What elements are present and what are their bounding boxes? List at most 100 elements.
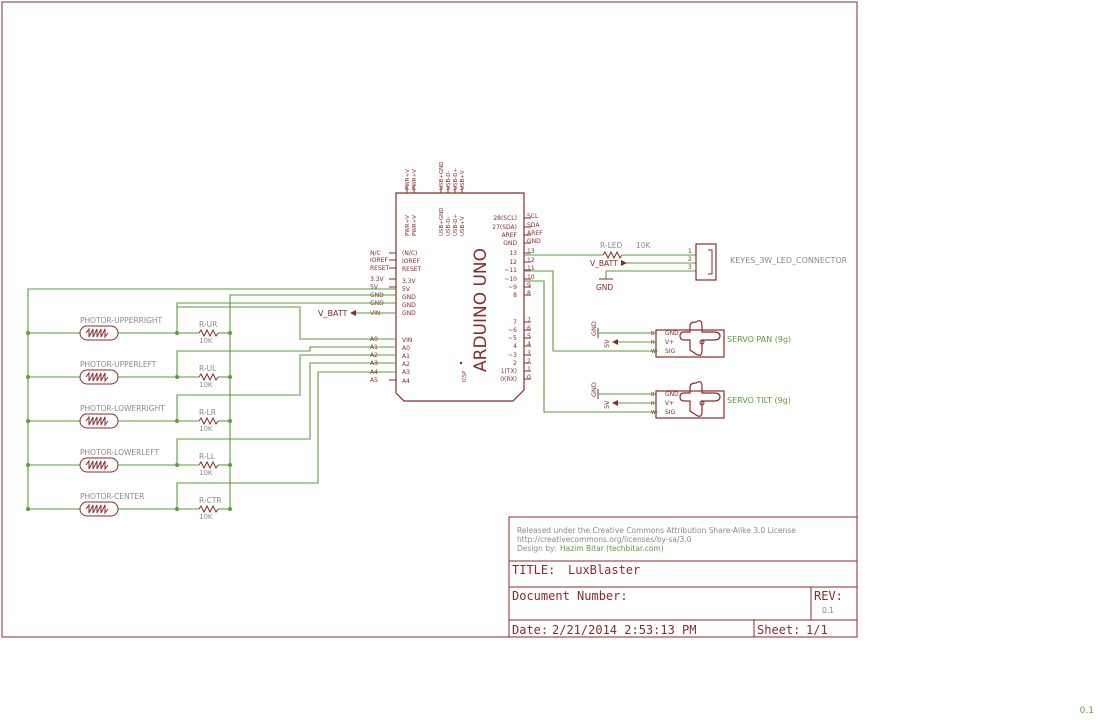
- arduino-right-inner-label: ~3: [508, 352, 517, 359]
- arduino-right-pin-label: SCL: [527, 213, 539, 220]
- arduino-top-inner-label: PWR+V: [405, 215, 411, 236]
- date-label: Date:: [512, 623, 548, 637]
- arduino-right-pin-label: 0: [527, 374, 531, 381]
- icsp-dot: [459, 361, 463, 365]
- arduino-right-inner-label: 2: [513, 360, 517, 367]
- junction-dot: [228, 375, 232, 379]
- arduino-left-inner-label: IOREF: [402, 258, 420, 265]
- led-connector-body: [695, 243, 717, 281]
- resistor-value: 10K: [199, 469, 213, 477]
- servo-5v-label: 5V: [603, 400, 611, 409]
- arduino-right-inner-label: 12: [509, 259, 517, 266]
- arduino-right-pin-label: 9: [527, 282, 531, 289]
- photoresistor-zigzag: [85, 371, 109, 383]
- arduino-right-inner-label: 28(SCL): [493, 215, 517, 222]
- arduino-right-pin-label: 6: [527, 325, 531, 332]
- title-label: TITLE:: [512, 563, 555, 577]
- sheet-frame: [1, 1, 858, 638]
- rev-label: REV:: [814, 589, 843, 603]
- junction-dot: [26, 419, 30, 423]
- docnum-label: Document Number:: [512, 589, 628, 603]
- photoresistor-zigzag: [85, 415, 109, 427]
- led-pin-2: 2: [688, 256, 692, 263]
- led-connector-notch: [708, 249, 713, 275]
- resistor-label: R-UR: [199, 320, 217, 329]
- servo-5v-arrow-icon: [612, 339, 618, 345]
- arduino-right-pin-label: SDA: [527, 222, 540, 229]
- servo-label: SERVO PAN (9g): [727, 335, 791, 344]
- license-url: http://creativecommons.org/licenses/by-s…: [517, 535, 692, 544]
- servo-pin-label: SIG: [665, 409, 676, 416]
- rev-value: 0.1: [822, 606, 834, 615]
- arduino-top-pin-label: PWR+V: [405, 169, 411, 190]
- arduino-left-inner-label: RESET: [402, 266, 422, 273]
- design-by-author: Hazim Bitar (techbitar.com): [560, 544, 664, 553]
- arduino-right-inner-label: 0(RX): [500, 376, 517, 383]
- arduino-top-inner-label: USB-D-: [446, 216, 452, 236]
- led-vbatt-label: V_BATT: [590, 259, 618, 268]
- servo-signal-wires: [524, 270, 656, 413]
- vbatt-label-left: V_BATT: [318, 309, 348, 318]
- led-connector-label: KEYES_3W_LED_CONNECTOR: [730, 256, 848, 265]
- arduino-left-inner-label: A4: [402, 378, 410, 385]
- servo-5v-label: 5V: [603, 339, 611, 348]
- icsp-label: ICSP: [462, 371, 468, 382]
- junction-dot: [26, 507, 30, 511]
- arduino-right-inner-label: ~11: [504, 267, 517, 274]
- photoresistor-label: PHOTOR-LOWERRIGHT: [80, 404, 165, 413]
- arduino-left-pin-label: A5: [370, 377, 378, 384]
- resistor-label: R-CTR: [199, 496, 222, 505]
- vin-vbatt: V_BATT: [318, 309, 396, 318]
- date-value: 2/21/2014 2:53:13 PM: [552, 623, 697, 637]
- arduino-left-inner-label: GND: [402, 294, 416, 301]
- arduino-right-pin-label: 10: [527, 274, 535, 281]
- arduino-left-pin-label: 3.3V: [370, 276, 385, 283]
- servo-horn-icon: [679, 320, 721, 356]
- arduino-right-pin-label: 3: [527, 350, 531, 357]
- resistor-zigzag: [198, 372, 219, 382]
- resistor-value: 10K: [199, 513, 213, 521]
- servo-shaft: [699, 339, 705, 345]
- arduino-top-pin-label: USB+GND: [439, 161, 445, 190]
- servo-pin-label: GND: [665, 330, 679, 337]
- arduino-left-inner-label: VIN: [402, 337, 412, 344]
- servo-pin-letter: B: [651, 392, 655, 398]
- photoresistor-label: PHOTOR-UPPERLEFT: [80, 360, 157, 369]
- arduino-right-inner-label: GND: [503, 240, 517, 247]
- arduino-right-inner-label: ~10: [504, 276, 517, 283]
- analog-tap-wire: [176, 362, 396, 465]
- resistor-zigzag: [198, 328, 219, 338]
- servo-pin-label: SIG: [665, 348, 676, 355]
- servo-pin-letter: R: [651, 340, 655, 346]
- junction-dot: [228, 463, 232, 467]
- junction-dot: [26, 375, 30, 379]
- servo-shaft: [699, 400, 705, 406]
- junction-dot: [228, 331, 232, 335]
- photoresistor-zigzag: [85, 327, 109, 339]
- led-resistor-label: R-LED: [600, 241, 623, 250]
- led-pin-3: 3: [688, 264, 692, 271]
- title-block-frame: [508, 516, 858, 638]
- design-by-label: Design by:: [517, 544, 556, 553]
- arduino-top-pin-label: USB-D+: [453, 167, 459, 190]
- servo-label: SERVO TILT (9g): [727, 396, 791, 405]
- junction-dot: [228, 419, 232, 423]
- arduino-right-inner-label: 27(SDA): [492, 224, 517, 231]
- resistor-value: 10K: [199, 337, 213, 345]
- servo-pin-letter: R: [651, 401, 655, 407]
- arduino-right-inner-label: 13: [509, 250, 517, 257]
- sheet-value: 1/1: [806, 623, 828, 637]
- arduino-right-pin-label: 2: [527, 358, 531, 365]
- led-vbatt-arrow-icon: [621, 260, 627, 266]
- arduino-left-inner-label: 3.3V: [402, 278, 417, 285]
- junction-dot: [228, 507, 232, 511]
- arduino-top-pin-label: USB-D-: [446, 170, 452, 190]
- arduino-right-inner-label: ~6: [508, 327, 517, 334]
- servo-pin-label: V+: [665, 339, 674, 346]
- led-gnd-label: GND: [596, 283, 613, 292]
- sheet-label: Sheet:: [757, 623, 800, 637]
- photoresistor-zigzag: [85, 459, 109, 471]
- photoresistor-label: PHOTOR-LOWERLEFT: [80, 448, 159, 457]
- arduino-right-pin-label: GND: [527, 238, 541, 245]
